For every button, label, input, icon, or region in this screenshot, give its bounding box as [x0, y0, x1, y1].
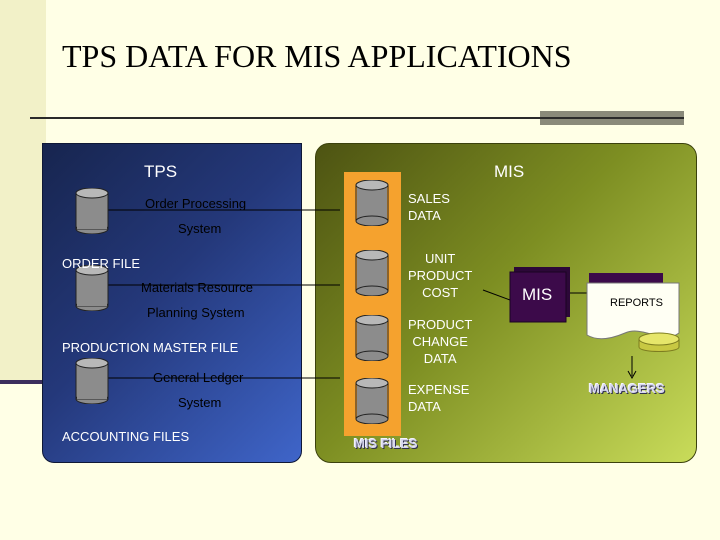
production-master-file-label: PRODUCTION MASTER FILE — [62, 340, 239, 355]
product-change-data-label: PRODUCT CHANGE DATA — [408, 316, 472, 367]
mis-files-label: MIS FILES — [354, 436, 418, 451]
expense-data-label: EXPENSE DATA — [408, 381, 469, 415]
sales-data-cylinder-icon — [355, 180, 389, 226]
unit-product-cost-line3: COST — [422, 285, 459, 300]
order-processing-label-line1: Order Processing — [145, 196, 247, 211]
reports-document-icon — [586, 273, 680, 340]
unit-product-cost-cylinder-icon — [355, 250, 389, 296]
managers-label: MANAGERS — [589, 381, 665, 396]
general-ledger-label-line1: General Ledger — [153, 370, 244, 385]
left-accent-strip — [0, 0, 46, 380]
mis-process-label: MIS — [522, 285, 553, 304]
product-change-data-line3: DATA — [423, 351, 457, 366]
product-change-data-line2: CHANGE — [412, 334, 468, 349]
left-accent-line — [0, 380, 46, 384]
unit-product-cost-label: UNIT PRODUCT COST — [408, 250, 472, 301]
mis-process-box — [509, 267, 570, 323]
unit-product-cost-line2: PRODUCT — [408, 268, 473, 283]
unit-product-cost-line1: UNIT — [424, 251, 456, 266]
sales-data-line1: SALES — [408, 191, 450, 206]
reports-label: REPORTS — [610, 297, 663, 309]
order-file-cylinder-icon — [75, 188, 109, 234]
accounting-files-cylinder-icon — [75, 358, 109, 404]
managers-disk-icon — [638, 332, 680, 352]
sales-data-label: SALES DATA — [408, 190, 450, 224]
production-master-file-cylinder-icon — [75, 265, 109, 311]
expense-data-line2: DATA — [408, 399, 441, 414]
product-change-data-line1: PRODUCT — [408, 317, 473, 332]
tps-heading: TPS — [144, 162, 178, 181]
order-processing-label-line2: System — [178, 221, 222, 236]
title-rule — [30, 117, 684, 119]
mrp-label-line1: Materials Resource — [141, 280, 253, 295]
order-file-label: ORDER FILE — [62, 256, 141, 271]
product-change-data-cylinder-icon — [355, 315, 389, 361]
mis-heading: MIS — [494, 162, 525, 181]
slide-title: TPS DATA FOR MIS APPLICATIONS — [62, 38, 572, 74]
accounting-files-label: ACCOUNTING FILES — [62, 429, 190, 444]
mrp-label-line2: Planning System — [147, 305, 245, 320]
sales-data-line2: DATA — [408, 208, 441, 223]
general-ledger-label-line2: System — [178, 395, 222, 410]
expense-data-cylinder-icon — [355, 378, 389, 424]
expense-data-line1: EXPENSE — [408, 382, 470, 397]
